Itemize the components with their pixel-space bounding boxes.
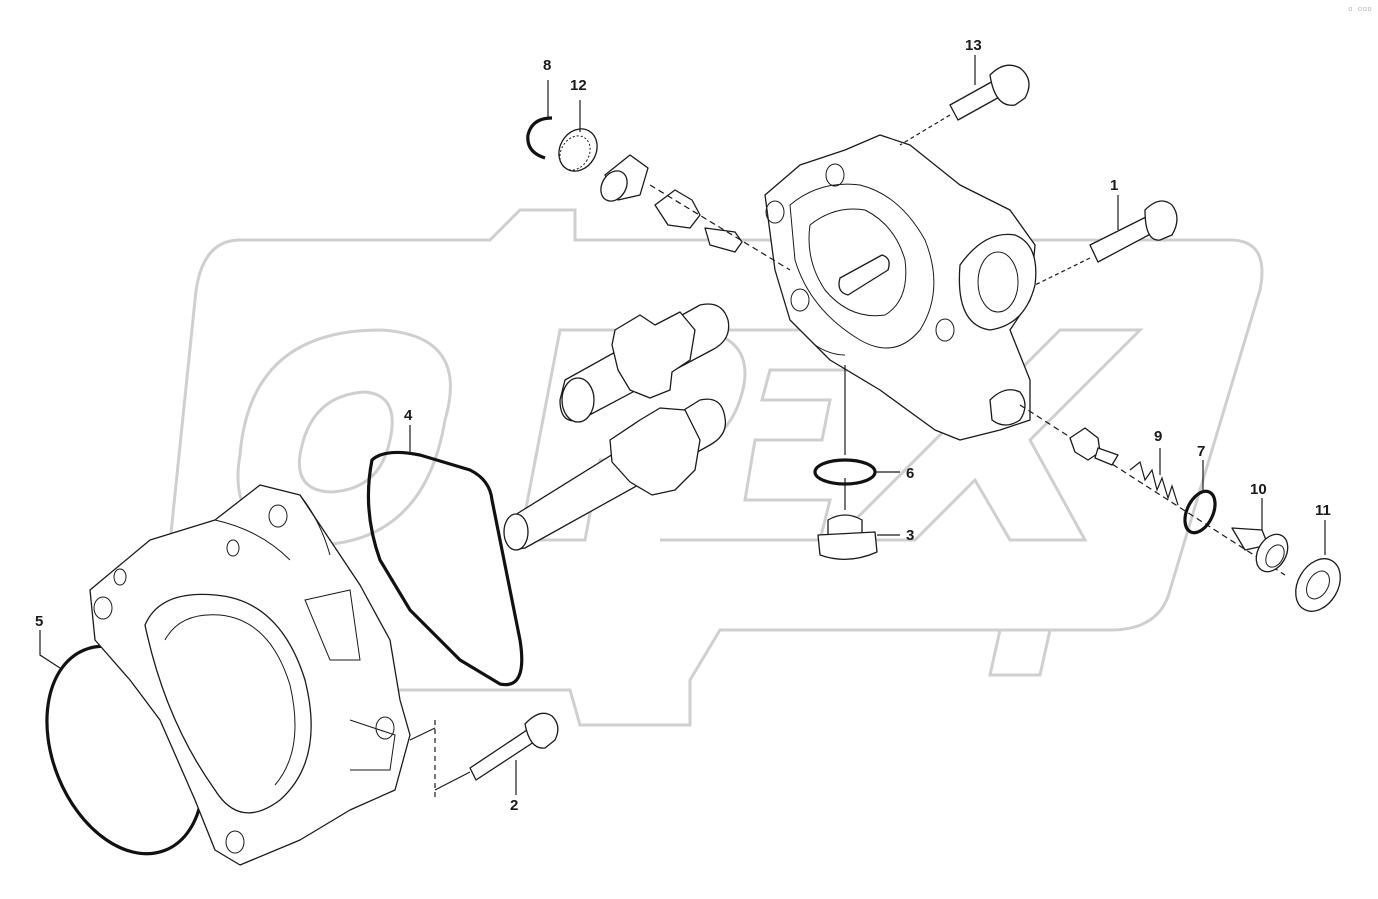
pump-housing <box>89 484 411 866</box>
gear-lower-drive-shaft <box>503 398 727 551</box>
valve-plug-part-10 <box>1231 498 1289 573</box>
callout-3: 3 <box>906 527 914 544</box>
callout-2: 2 <box>510 797 518 814</box>
filter-disc-part-12 <box>558 100 598 172</box>
bolt-part-1 <box>1034 195 1178 286</box>
valve-sleeve <box>600 154 649 202</box>
pump-cover <box>764 134 1037 441</box>
gear-upper <box>559 303 730 423</box>
callout-4: 4 <box>404 407 413 424</box>
corner-mark: ▫︎ ▫▫▫ <box>1347 4 1372 13</box>
callout-9: 9 <box>1154 428 1162 445</box>
seal-ring-part-11 <box>1295 520 1341 612</box>
callout-5: 5 <box>35 613 43 630</box>
callout-10: 10 <box>1250 481 1267 498</box>
leader-5 <box>39 630 61 669</box>
bolt-part-2 <box>409 712 559 797</box>
o-ring-part-7 <box>1183 460 1217 535</box>
callout-1: 1 <box>1110 177 1118 194</box>
callout-12: 12 <box>570 77 587 94</box>
circlip-part-8 <box>526 80 553 160</box>
callouts: 1 2 3 4 5 6 7 8 9 10 11 12 13 <box>35 37 1331 814</box>
gasket-part-4 <box>366 450 524 687</box>
axis-line-lower <box>1019 404 1286 576</box>
callout-6: 6 <box>906 465 914 482</box>
valve-piston-lower <box>1069 427 1119 466</box>
spring-part-9 <box>1129 448 1179 506</box>
plug-part-3 <box>817 478 900 560</box>
callout-7: 7 <box>1197 443 1205 460</box>
callout-11: 11 <box>1315 502 1331 519</box>
callout-8: 8 <box>543 57 551 74</box>
axis-line-upper <box>649 184 791 271</box>
bolt-part-13 <box>899 55 1030 146</box>
callout-13: 13 <box>965 37 982 54</box>
valve-piston <box>654 189 743 253</box>
